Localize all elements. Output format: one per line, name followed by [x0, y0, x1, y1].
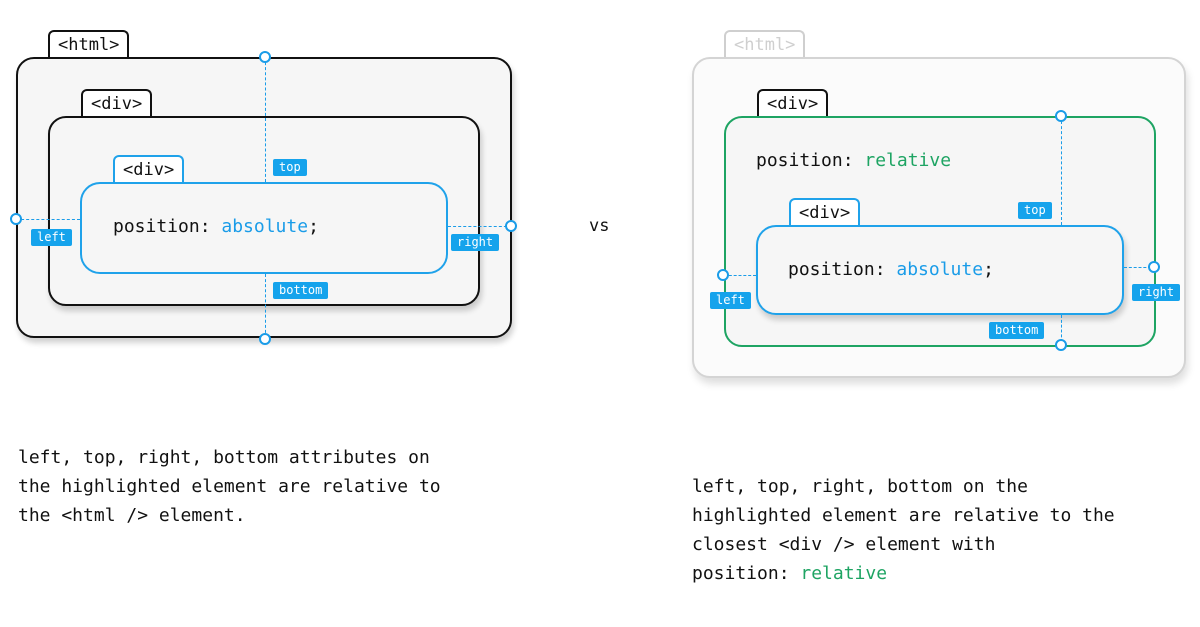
left-caption-line-1: left, top, right, bottom attributes on: [18, 447, 430, 468]
absolute-code: position: absolute;: [113, 216, 319, 237]
top-connector-right: [1061, 116, 1062, 225]
right-caption-line-4-prefix: position:: [692, 563, 801, 584]
left-anchor-dot-right: [717, 269, 729, 281]
right-caption-line-4: position: relative: [692, 559, 1115, 588]
right-caption: left, top, right, bottom on the highligh…: [692, 472, 1115, 588]
top-anchor-dot-right: [1055, 110, 1067, 122]
left-badge: left: [31, 229, 72, 246]
code-prefix: position:: [788, 259, 897, 280]
code-value: absolute: [896, 259, 984, 280]
relative-div-tab: <div>: [757, 89, 829, 117]
bottom-badge-right: bottom: [989, 322, 1045, 339]
right-anchor-dot: [505, 220, 517, 232]
outer-div-tab: <div>: [81, 89, 153, 117]
right-caption-line-2: highlighted element are relative to the: [692, 505, 1115, 526]
left-caption-line-3: the <html /> element.: [18, 505, 246, 526]
left-anchor-dot: [10, 213, 22, 225]
inner-div-tab: <div>: [113, 155, 185, 183]
right-caption-line-4-value: relative: [800, 563, 888, 584]
bottom-anchor-dot-right: [1055, 339, 1067, 351]
top-badge: top: [273, 159, 307, 176]
code-suffix: ;: [983, 259, 994, 280]
left-caption: left, top, right, bottom attributes on t…: [18, 443, 441, 530]
relative-code-value: relative: [864, 150, 952, 171]
code-prefix: position:: [113, 216, 222, 237]
top-anchor-dot: [259, 51, 271, 63]
bottom-anchor-dot: [259, 333, 271, 345]
top-connector: [265, 57, 266, 182]
bottom-connector: [265, 274, 266, 338]
right-caption-line-3: closest <div /> element with: [692, 534, 996, 555]
left-connector-right: [724, 275, 756, 276]
absolute-code-right: position: absolute;: [788, 259, 994, 280]
right-caption-line-1: left, top, right, bottom on the: [692, 476, 1028, 497]
top-badge-right: top: [1018, 202, 1052, 219]
bottom-badge: bottom: [273, 282, 329, 299]
relative-code-prefix: position:: [756, 150, 865, 171]
right-anchor-dot-right: [1148, 261, 1160, 273]
code-value: absolute: [221, 216, 309, 237]
relative-code: position: relative: [756, 150, 951, 171]
right-connector-right: [1124, 267, 1156, 268]
absolute-element-box-right: [756, 225, 1124, 315]
bottom-connector-right: [1061, 315, 1062, 347]
right-connector: [448, 226, 512, 227]
left-connector: [16, 219, 80, 220]
right-badge-right: right: [1132, 284, 1181, 301]
inner-div-tab-right: <div>: [789, 198, 861, 226]
left-badge-right: left: [710, 292, 751, 309]
vs-label: vs: [589, 216, 610, 236]
html-tab-faded: <html>: [724, 30, 806, 58]
absolute-element-box: [80, 182, 448, 274]
left-caption-line-2: the highlighted element are relative to: [18, 476, 441, 497]
right-badge: right: [451, 234, 500, 251]
code-suffix: ;: [308, 216, 319, 237]
html-tab: <html>: [48, 30, 130, 58]
